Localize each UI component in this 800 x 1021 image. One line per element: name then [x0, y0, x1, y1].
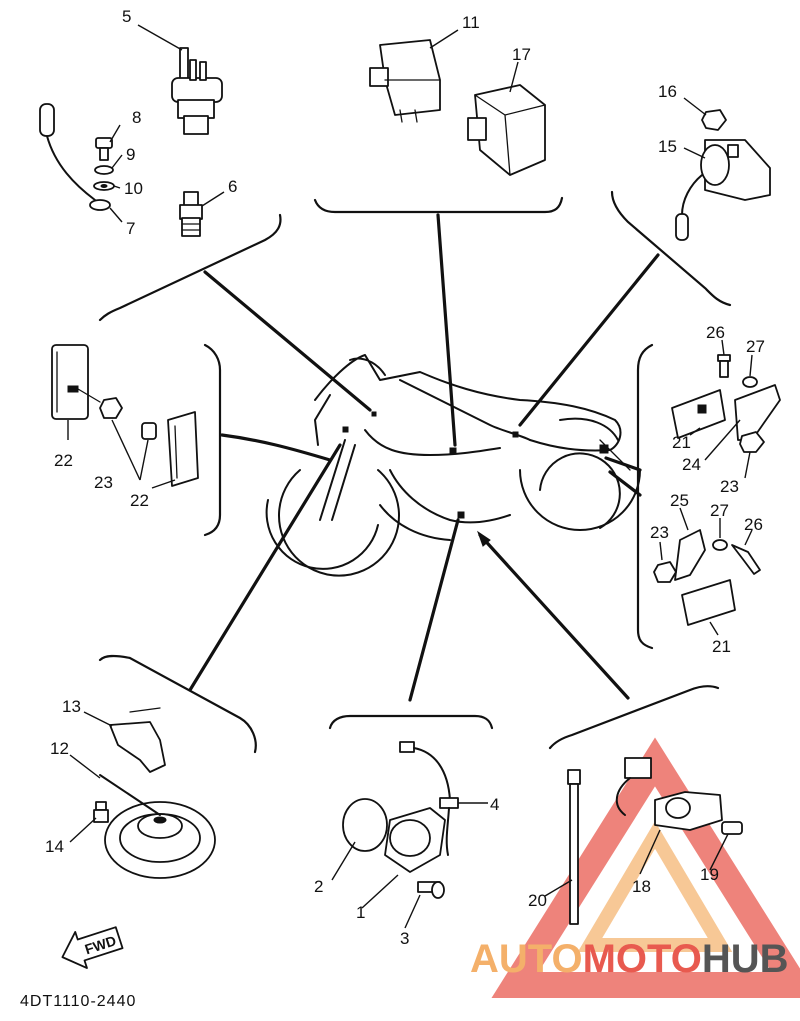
callout-16: 16 — [658, 82, 677, 101]
callout-21-lower: 21 — [712, 637, 731, 656]
part-26-bolt-lower — [731, 544, 761, 575]
part-4-lead — [399, 741, 459, 856]
callout-1: 1 — [356, 903, 365, 922]
part-23-nuts-left — [77, 388, 157, 440]
part-7-sensor-lead — [39, 103, 111, 211]
callout-25: 25 — [670, 491, 689, 510]
part-22-reflector-right — [167, 411, 199, 487]
callout-23-left: 23 — [94, 473, 113, 492]
part-11-relay — [369, 39, 441, 123]
callout-21-upper: 21 — [672, 433, 691, 452]
part-9-washer — [94, 165, 114, 175]
callout-15: 15 — [658, 137, 677, 156]
part-23-nut-upper — [739, 431, 765, 453]
part-17-unit — [467, 84, 546, 176]
part-14-horn-bolt — [93, 801, 109, 823]
part-27-washer-lower — [712, 539, 728, 551]
callout-17: 17 — [512, 45, 531, 64]
part-24-bracket-upper — [734, 384, 781, 441]
part-16-nut — [701, 109, 727, 131]
watermark-hub: HUB — [702, 937, 789, 981]
callout-14: 14 — [45, 837, 64, 856]
callout-27-upper: 27 — [746, 337, 765, 356]
callout-3: 3 — [400, 929, 409, 948]
callout-23-upper: 23 — [720, 477, 739, 496]
callout-13: 13 — [62, 697, 81, 716]
callout-6: 6 — [228, 177, 237, 196]
part-5-switch — [171, 47, 223, 135]
part-22-reflector-left — [51, 344, 89, 420]
part-26-bolt-upper — [717, 354, 731, 378]
part-10-washer — [93, 181, 115, 191]
part-12-horn — [99, 774, 216, 879]
callout-26-upper: 26 — [706, 323, 725, 342]
part-13-horn-bracket — [109, 707, 166, 773]
callout-27-lower: 27 — [710, 501, 729, 520]
group-brackets — [98, 190, 732, 754]
reference-code: 4DT1110-2440 — [20, 993, 136, 1010]
callout-2: 2 — [314, 877, 323, 896]
motorcycle-outline — [265, 354, 641, 577]
callout-7: 7 — [126, 219, 135, 238]
callout-5: 5 — [122, 7, 131, 26]
callout-numbers: 1 2 3 4 5 6 7 8 9 10 11 12 13 14 15 16 1… — [45, 7, 765, 948]
callout-11: 11 — [462, 13, 480, 32]
callout-22-right: 22 — [130, 491, 149, 510]
part-18-unit — [615, 757, 723, 831]
part-8-bolt — [95, 137, 113, 161]
callout-18: 18 — [632, 877, 651, 896]
part-21-reflector-lower — [681, 579, 736, 626]
callout-24: 24 — [682, 455, 701, 474]
part-15-sensor — [675, 139, 771, 241]
part-21-reflector-upper — [671, 389, 726, 439]
callout-20: 20 — [528, 891, 547, 910]
watermark-logo: AUTOMOTOHUB — [470, 737, 800, 998]
part-19-bolt — [721, 821, 743, 835]
part-2-cover — [342, 798, 388, 852]
callout-9: 9 — [126, 145, 135, 164]
callout-10: 10 — [124, 179, 143, 198]
watermark-moto: MOTO — [583, 937, 702, 981]
svg-text:AUTOMOTOHUB: AUTOMOTOHUB — [470, 937, 789, 981]
callout-23-lower: 23 — [650, 523, 669, 542]
part-20-band — [567, 769, 581, 925]
part-6-spark-unit — [179, 191, 203, 237]
leader-lines — [67, 24, 753, 929]
part-25-bracket-lower — [674, 529, 706, 581]
callout-4: 4 — [490, 795, 499, 814]
fwd-arrow: FWD — [61, 926, 124, 969]
callout-8: 8 — [132, 108, 141, 127]
part-27-washer-upper — [742, 376, 758, 388]
part-1-stop-switch — [384, 807, 446, 873]
part-23-nut-lower — [653, 561, 677, 583]
callout-26-lower: 26 — [744, 515, 763, 534]
callout-22-left: 22 — [54, 451, 73, 470]
watermark-auto: AUTO — [470, 937, 583, 981]
part-3-screw — [417, 881, 445, 899]
callout-19: 19 — [700, 865, 719, 884]
leader-wires — [188, 213, 660, 702]
callout-12: 12 — [50, 739, 69, 758]
